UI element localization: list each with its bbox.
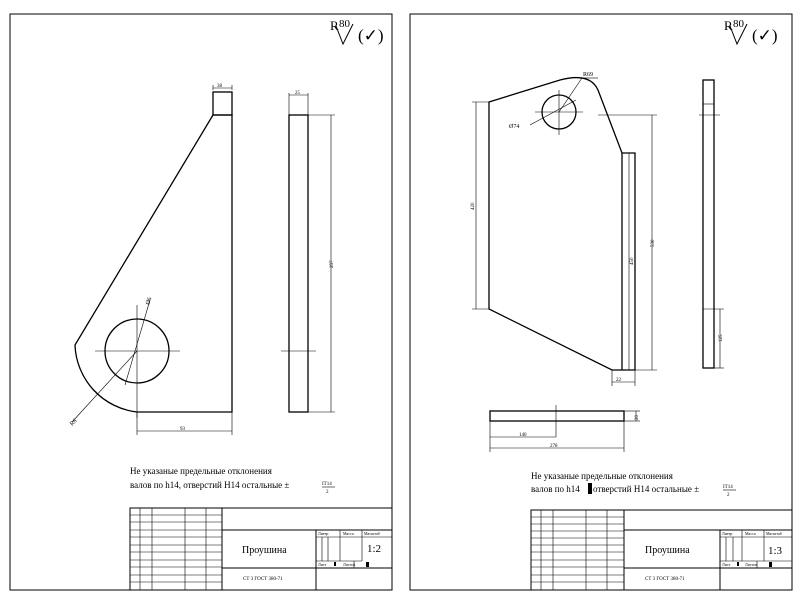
side-view-rect — [702, 79, 715, 369]
note-line-2a: валов по h14 — [531, 484, 580, 494]
side-view-1: 297 25 — [281, 91, 335, 413]
roughness-bracket: (✓) — [752, 26, 778, 45]
radius-leader — [558, 77, 583, 113]
material-std: СТ 3 ГОСТ 380-71 — [645, 577, 685, 582]
sheet-label: Лист — [722, 562, 731, 567]
mass-label: Масса — [343, 531, 354, 536]
radius-label: R6 — [69, 418, 78, 427]
title-block-frame — [530, 509, 793, 591]
side-view-2: 125 — [699, 79, 724, 369]
sheet-2: R 80 (✓) R69 Ø74 420 450 — [409, 13, 793, 591]
dim-plan-h-label: 20 — [635, 415, 640, 421]
hole-leader — [529, 99, 577, 126]
tolerance-note-2: Не указаные предельные отклонения валов … — [531, 471, 736, 498]
note-fraction-top: IT14 — [723, 485, 733, 490]
dim-inner-label: 450 — [630, 257, 635, 265]
litera-label: Литер — [722, 531, 732, 536]
scale-label: Масштаб — [364, 531, 380, 536]
sheets-marker — [769, 562, 772, 567]
sheet-marker — [737, 562, 739, 566]
roughness-symbol-1: R 80 (✓) — [330, 18, 384, 46]
title-block-1: Проушина СТ 3 ГОСТ 380-71 Литер Масса Ма… — [129, 507, 393, 591]
part-name: Проушина — [242, 545, 287, 556]
dim-bottom-label: 22 — [616, 378, 622, 383]
radius-leader — [71, 350, 138, 423]
text-cursor — [588, 483, 592, 494]
note-fraction-bottom: 2 — [727, 493, 730, 498]
sheet-1: R 80 (✓) Ø6 R6 38 93 — [9, 13, 393, 591]
dim-side-label: 125 — [719, 334, 724, 342]
sheet-label: Лист — [318, 562, 327, 567]
roughness-check-icon — [335, 23, 354, 46]
roughness-value: 80 — [339, 18, 351, 30]
mass-label: Масса — [745, 531, 756, 536]
roughness-value: 80 — [733, 18, 745, 30]
roughness-prefix: R — [330, 18, 339, 33]
top-lug — [212, 91, 233, 116]
sheets-marker — [366, 562, 369, 567]
note-line-2: валов по h14, отверстий H14 остальные ± — [130, 480, 289, 490]
roughness-bracket: (✓) — [358, 26, 384, 45]
plan-view-2: 20 140 278 — [489, 405, 640, 452]
note-fraction-top: IT14 — [322, 482, 332, 487]
tolerance-note-1: Не указаные предельные отклонения валов … — [130, 466, 335, 495]
title-block-frame — [129, 507, 393, 591]
dim-side-w-label: 25 — [295, 91, 301, 96]
dim-left-label: 420 — [471, 202, 476, 210]
hole-leader — [124, 299, 151, 386]
dim-top-label: 38 — [217, 84, 223, 89]
litera-label: Литер — [318, 531, 328, 536]
sheets-label: Листов — [343, 562, 355, 567]
roughness-symbol-2: R 80 (✓) — [724, 18, 778, 46]
roughness-check-icon — [729, 23, 748, 46]
title-block-2: Проушина СТ 3 ГОСТ 380-71 Литер Масса Ма… — [530, 509, 793, 591]
scale-value: 1:3 — [768, 545, 783, 557]
hole-diameter-label: Ø6 — [145, 297, 153, 306]
roughness-prefix: R — [724, 18, 733, 33]
sheet-marker — [334, 562, 336, 566]
material-std: СТ 3 ГОСТ 380-71 — [243, 577, 283, 582]
note-line-1: Не указаные предельные отклонения — [531, 471, 673, 481]
scale-label: Масштаб — [766, 531, 782, 536]
dim-bottom-label: 93 — [180, 427, 186, 432]
scale-value: 1:2 — [367, 543, 381, 555]
radius-label: R69 — [583, 72, 593, 78]
hole-diameter-label: Ø74 — [509, 124, 519, 130]
sheets-label: Листов — [745, 562, 757, 567]
note-line-2b: отверстий H14 остальные ± — [593, 484, 699, 494]
sheet-2-frame — [409, 13, 793, 591]
dim-side-h-label: 297 — [330, 260, 335, 268]
front-view-2: R69 Ø74 420 450 530 22 — [471, 72, 657, 386]
sheet-1-frame — [9, 13, 393, 591]
plan-view-rect — [489, 410, 625, 422]
dim-right-label: 530 — [651, 239, 656, 247]
dim-plan-w2-label: 278 — [550, 444, 558, 449]
dim-plan-w1-label: 140 — [519, 433, 527, 438]
front-view-1: Ø6 R6 38 93 — [69, 84, 233, 435]
note-fraction-bottom: 2 — [326, 490, 329, 495]
note-line-1: Не указаные предельные отклонения — [130, 466, 272, 476]
part-name: Проушина — [645, 545, 690, 556]
plate-outline — [488, 76, 636, 371]
